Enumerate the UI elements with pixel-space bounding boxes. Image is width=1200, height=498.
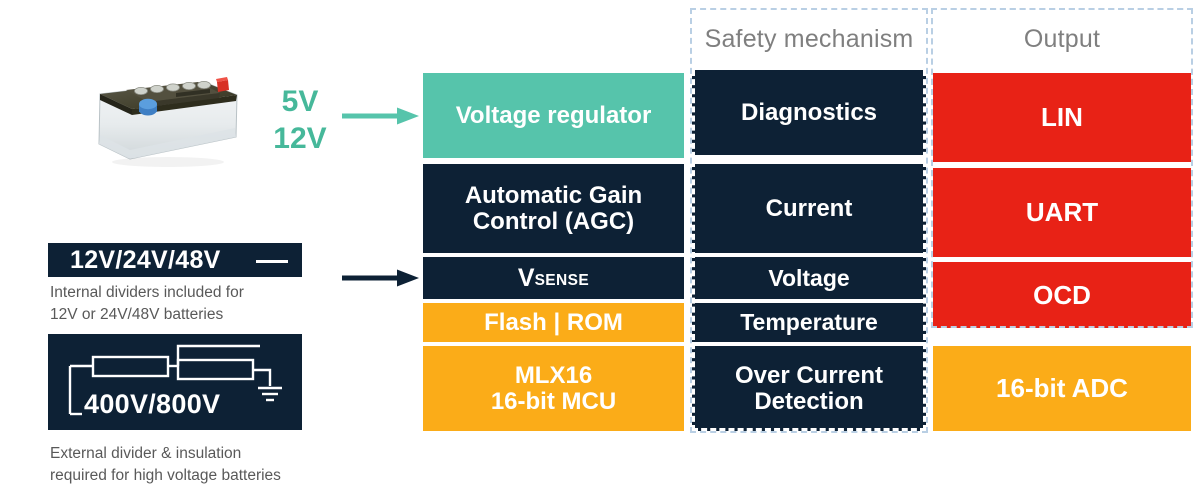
internal-divider-caption-line-2: 12V or 24V/48V batteries bbox=[50, 306, 224, 323]
block-voltage-regulator[interactable]: Voltage regulator bbox=[423, 73, 684, 158]
block-ocd-label-line-1: Over Current bbox=[734, 361, 884, 389]
block-temperature-label: Temperature bbox=[740, 309, 878, 336]
supply-voltage-line-1: 5V bbox=[281, 85, 319, 118]
high-voltage-label: 400V/800V bbox=[84, 389, 221, 419]
block-flash-rom-label: Flash | ROM bbox=[484, 308, 623, 336]
external-divider-caption-line-1: External divider & insulation bbox=[50, 445, 242, 462]
block-mlx16-mcu[interactable]: MLX16 16-bit MCU bbox=[423, 346, 684, 431]
block-lin-label: LIN bbox=[1041, 102, 1083, 133]
resistor-divider-schematic bbox=[68, 344, 282, 416]
block-flash-rom[interactable]: Flash | ROM bbox=[423, 303, 684, 342]
block-mlx16-label-line-1: MLX16 bbox=[514, 361, 593, 389]
block-over-current-detection[interactable]: Over Current Detection bbox=[692, 346, 926, 431]
block-lin[interactable]: LIN bbox=[933, 73, 1191, 162]
block-16-bit-adc[interactable]: 16-bit ADC bbox=[933, 346, 1191, 431]
block-agc-label-line-1: Automatic Gain bbox=[464, 181, 643, 209]
block-vsense-label: V bbox=[517, 263, 535, 292]
supply-voltage-line-2: 12V bbox=[273, 121, 327, 155]
supply-voltage-label: 5V 12V bbox=[252, 84, 348, 157]
block-voltage[interactable]: Voltage bbox=[692, 257, 926, 299]
block-voltage-label: Voltage bbox=[768, 264, 850, 291]
block-16-bit-adc-label: 16-bit ADC bbox=[996, 373, 1128, 404]
block-current[interactable]: Current bbox=[692, 164, 926, 253]
voltage-range-badge: 12V/24V/48V bbox=[48, 243, 302, 277]
external-divider-caption-line-2: required for high voltage batteries bbox=[50, 467, 281, 484]
voltage-range-badge-label: 12V/24V/48V bbox=[70, 245, 221, 274]
internal-divider-caption-line-1: Internal dividers included for bbox=[50, 284, 244, 301]
block-mlx16-label-line-2: 16-bit MCU bbox=[490, 387, 617, 415]
block-automatic-gain-control[interactable]: Automatic Gain Control (AGC) bbox=[423, 164, 684, 253]
internal-divider-caption: Internal dividers included for 12V or 24… bbox=[50, 282, 320, 326]
badge-connector-line bbox=[256, 260, 288, 263]
external-divider-caption: External divider & insulation required f… bbox=[50, 443, 350, 487]
block-ocd-output[interactable]: OCD bbox=[933, 262, 1191, 328]
block-current-label: Current bbox=[765, 194, 853, 222]
block-uart-label: UART bbox=[1025, 197, 1099, 228]
block-ocd-output-label: OCD bbox=[1033, 279, 1091, 310]
block-vsense-subscript: SENSE bbox=[534, 272, 590, 290]
arrow-battery-to-vsense bbox=[341, 266, 421, 295]
column-header-safety-mechanism: Safety mechanism bbox=[704, 24, 914, 53]
battery-image bbox=[86, 49, 248, 167]
block-diagnostics[interactable]: Diagnostics bbox=[692, 70, 926, 155]
block-voltage-regulator-label: Voltage regulator bbox=[455, 101, 652, 129]
column-header-output: Output bbox=[1023, 24, 1101, 53]
block-ocd-label-line-2: Detection bbox=[754, 387, 864, 415]
high-voltage-divider-box: 400V/800V bbox=[48, 334, 302, 430]
block-diagnostics-label: Diagnostics bbox=[740, 98, 878, 126]
arrow-supply-to-regulator bbox=[341, 104, 421, 133]
block-uart[interactable]: UART bbox=[933, 168, 1191, 257]
block-temperature[interactable]: Temperature bbox=[692, 303, 926, 342]
block-agc-label-line-2: Control (AGC) bbox=[472, 207, 635, 235]
